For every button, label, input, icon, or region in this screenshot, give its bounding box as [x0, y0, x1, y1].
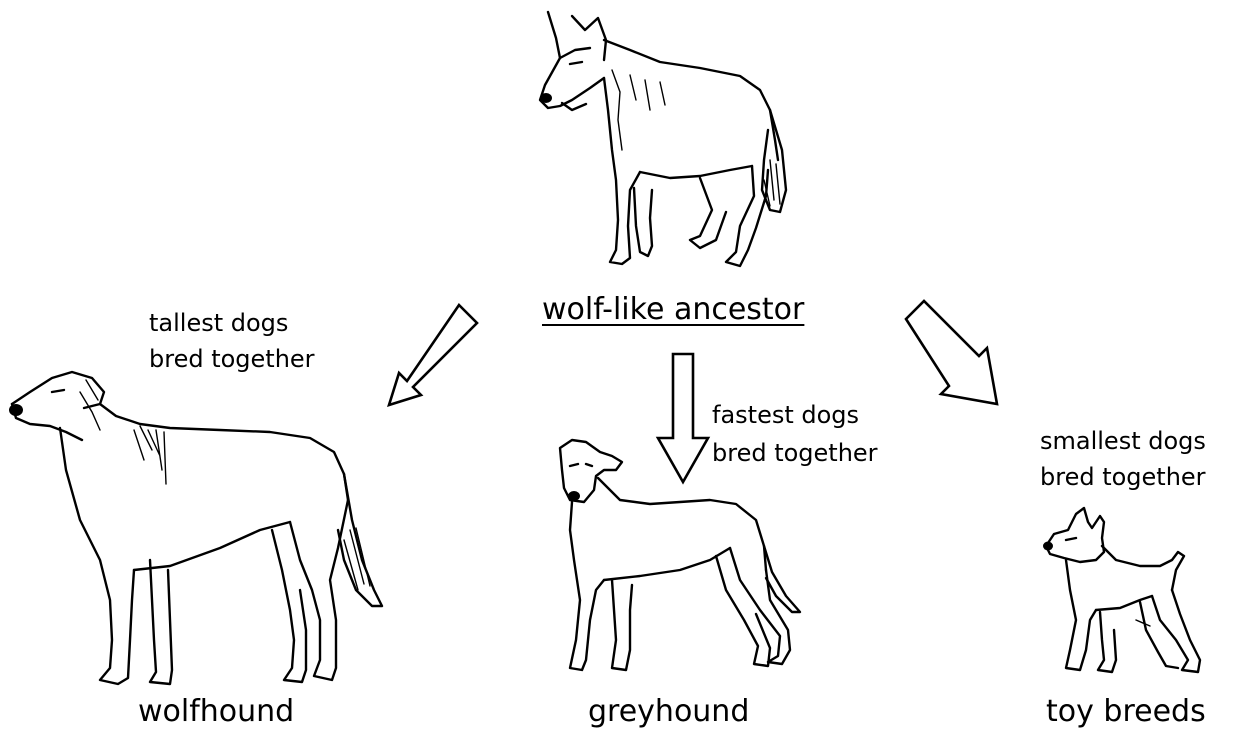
- greyhound-label: greyhound: [588, 694, 749, 730]
- arrow-to-toy-breeds: [906, 301, 997, 404]
- right-caption-line2: bred together: [1040, 460, 1206, 494]
- ancestor-label: wolf-like ancestor: [542, 292, 804, 328]
- toy-breeds-label: toy breeds: [1046, 694, 1206, 730]
- wolfhound-label: wolfhound: [138, 694, 294, 730]
- arrow-to-wolfhound: [389, 305, 477, 405]
- center-caption-line1: fastest dogs: [712, 398, 859, 432]
- arrow-to-greyhound: [658, 354, 708, 482]
- wolfhound-illustration: [9, 372, 382, 684]
- toy-breed-illustration: [1043, 508, 1200, 672]
- left-caption-line1: tallest dogs: [149, 306, 288, 340]
- wolf-ancestor-illustration: [540, 12, 786, 266]
- center-caption-line2: bred together: [712, 436, 878, 470]
- right-caption-line1: smallest dogs: [1040, 424, 1206, 458]
- left-caption-line2: bred together: [149, 342, 315, 376]
